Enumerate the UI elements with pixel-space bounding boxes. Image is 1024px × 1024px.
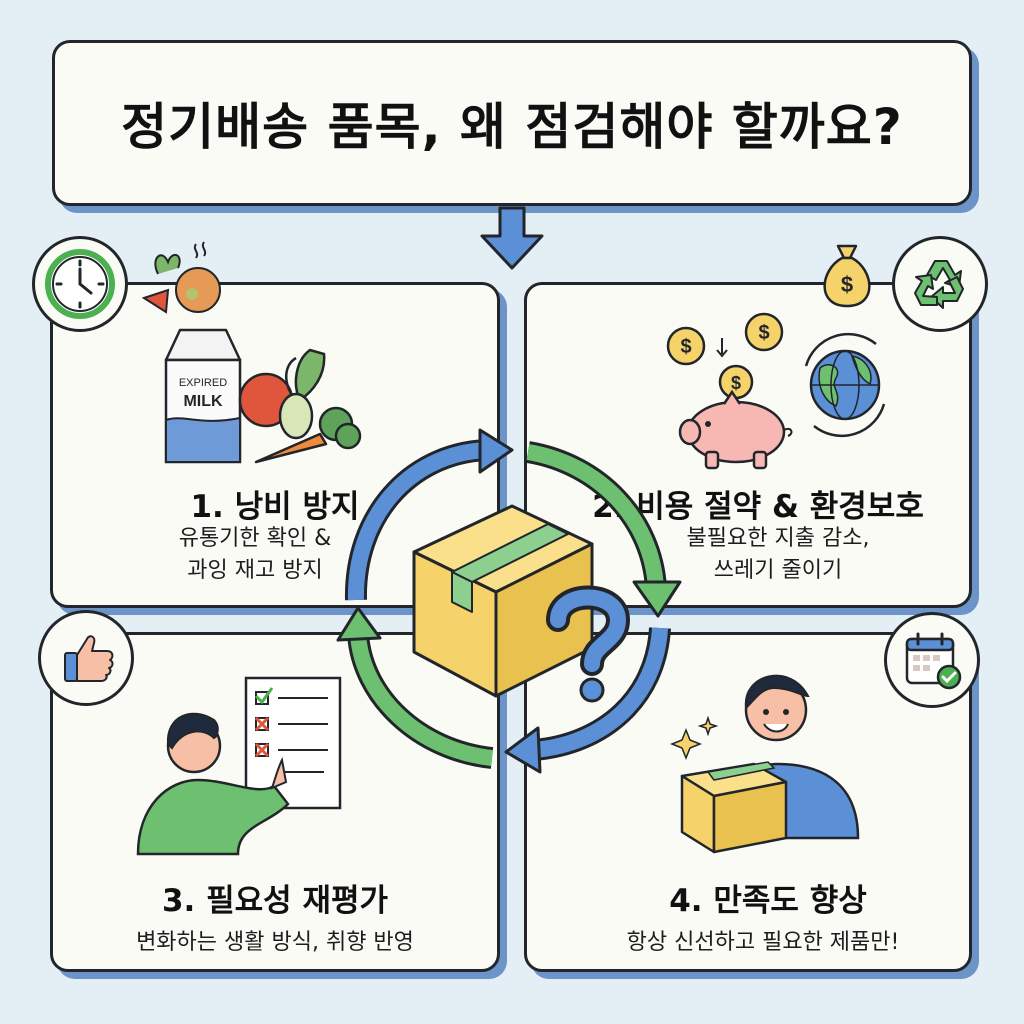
arrow-blue-top-icon (344, 428, 514, 601)
coin-symbol: $ (758, 322, 769, 344)
thumbs-up-badge (38, 610, 134, 706)
card-description: 변화하는 생활 방식, 취향 반영 (53, 927, 497, 959)
arrow-green-right-icon (525, 441, 682, 618)
globe-icon (804, 332, 886, 438)
calendar-badge (884, 612, 980, 708)
card-title: 2. 비용 절약 & 환경보호 (592, 489, 924, 525)
vegetables-icon (238, 348, 362, 464)
thumbs-up-icon (64, 635, 114, 682)
clock-badge (32, 236, 128, 332)
money-bag-symbol: $ (841, 272, 853, 297)
calendar-check-icon (905, 632, 962, 690)
card-desc-line: 유통기한 확인 & (178, 526, 332, 551)
down-arrow-icon (480, 206, 544, 270)
money-bag-icon: $ (823, 244, 871, 308)
expired-milk-icon: EXPIRED MILK (164, 328, 242, 464)
card-waste-prevention: 1. 낭비 방지 유통기한 확인 & 과잉 재고 방지 (50, 282, 500, 608)
card-desc-line: 변화하는 생활 방식, 취향 반영 (136, 930, 414, 955)
happy-person-icon (669, 674, 860, 854)
card-description: 항상 신선하고 필요한 제품만! (527, 927, 969, 959)
card-desc-line: 항상 신선하고 필요한 제품만! (626, 930, 900, 955)
clock-icon (45, 249, 115, 319)
milk-label-bottom: MILK (183, 393, 223, 410)
checklist-person-icon (136, 676, 342, 856)
coin-symbol: $ (731, 373, 741, 393)
card-title: 3. 필요성 재평가 (161, 883, 389, 919)
recycle-icon (914, 260, 964, 309)
box-question-icon (412, 504, 631, 703)
spoiled-food-icon (141, 241, 221, 314)
card-desc-line: 과잉 재고 방지 (187, 558, 323, 583)
page-title: 정기배송 품목, 왜 점검해야 할까요? (121, 98, 903, 156)
piggy-bank-icon (678, 389, 793, 470)
coin-symbol: $ (680, 336, 691, 358)
card-desc-line: 불필요한 지출 감소, (686, 526, 870, 551)
arrow-blue-bottom-icon (504, 627, 671, 774)
card-title: 4. 만족도 향상 (669, 883, 867, 919)
arrow-green-left-icon (336, 606, 494, 769)
cycle-arrows (336, 428, 682, 774)
milk-label-top: EXPIRED (179, 377, 227, 389)
card-desc-line: 쓰레기 줄이기 (713, 558, 843, 583)
coins-icon: $ $ $ (666, 312, 784, 400)
card-title: 1. 낭비 방지 (190, 489, 360, 525)
card-description: 유통기한 확인 & 과잉 재고 방지 (53, 523, 497, 587)
recycle-badge (892, 236, 988, 332)
title-panel: 정기배송 품목, 왜 점검해야 할까요? (52, 40, 972, 206)
card-description: 불필요한 지출 감소, 쓰레기 줄이기 (527, 523, 969, 587)
